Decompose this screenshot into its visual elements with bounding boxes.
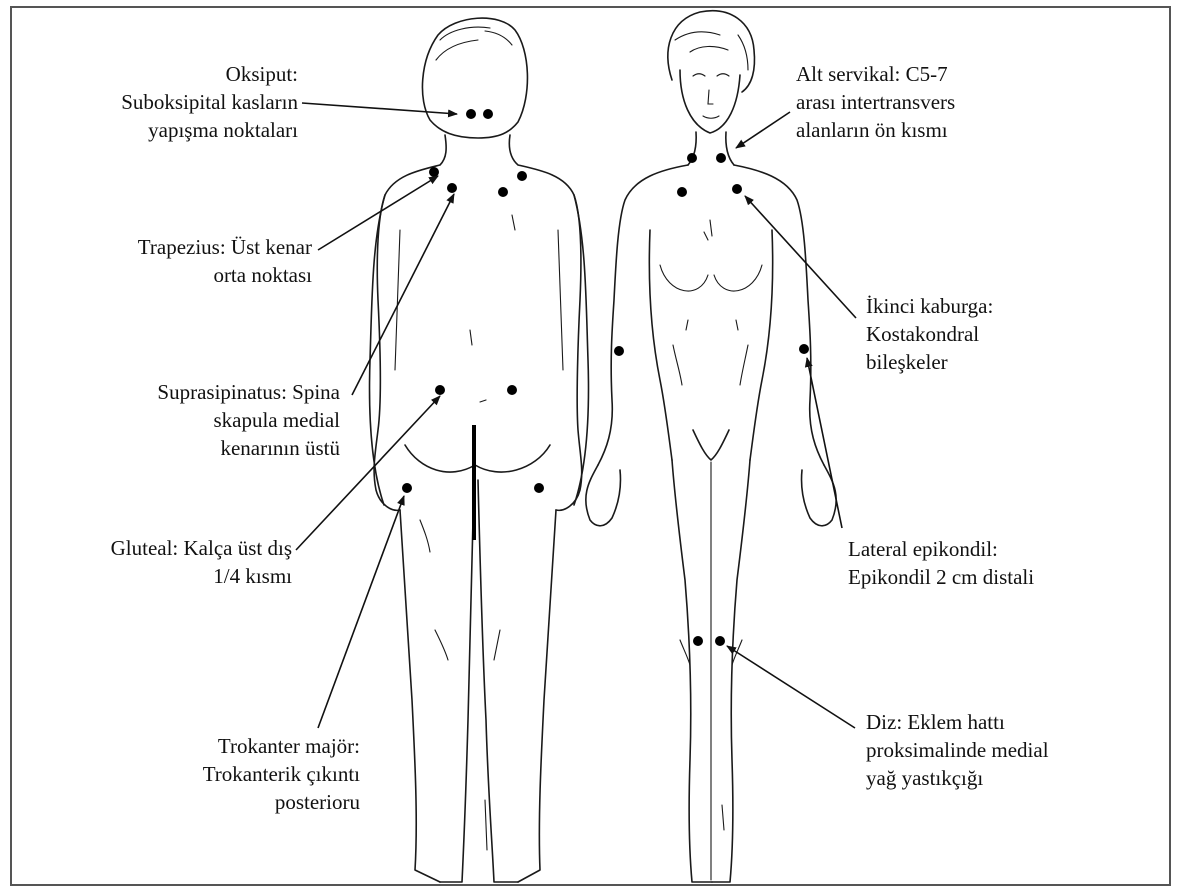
label-alt-servikal: Alt servikal: C5-7 arası intertransvers … bbox=[796, 60, 1116, 144]
label-suprasipinatus: Suprasipinatus: Spina skapula medial ken… bbox=[40, 378, 340, 462]
label-gluteal: Gluteal: Kalça üst dış 1/4 kısmı bbox=[30, 534, 292, 590]
back-view-figure bbox=[370, 18, 589, 882]
tender-point-knee-left bbox=[693, 636, 703, 646]
arrow-knee bbox=[727, 646, 855, 728]
tender-point-epicondyle-right bbox=[799, 344, 809, 354]
tender-point-rib-left bbox=[677, 187, 687, 197]
tender-point-epicondyle-left bbox=[614, 346, 624, 356]
label-trapezius: Trapezius: Üst kenar orta noktası bbox=[40, 233, 312, 289]
label-ikinci-kaburga: İkinci kaburga: Kostakondral bileşkeler bbox=[866, 292, 1126, 376]
label-trokanter: Trokanter majör: Trokanterik çıkıntı pos… bbox=[40, 732, 360, 816]
label-lateral-epikondil: Lateral epikondil: Epikondil 2 cm distal… bbox=[848, 535, 1148, 591]
tender-points bbox=[402, 109, 809, 646]
tender-point-rib-right bbox=[732, 184, 742, 194]
tender-point-supraspinatus-left bbox=[447, 183, 457, 193]
tender-point-knee-right bbox=[715, 636, 725, 646]
label-diz: Diz: Eklem hattı proksimalinde medial ya… bbox=[866, 708, 1156, 792]
tender-point-occiput-right bbox=[483, 109, 493, 119]
tender-point-cervical-right bbox=[716, 153, 726, 163]
tender-point-gluteal-right bbox=[507, 385, 517, 395]
tender-point-gluteal-left bbox=[435, 385, 445, 395]
tender-point-trapezius-right bbox=[517, 171, 527, 181]
arrow-occiput bbox=[302, 103, 457, 114]
arrow-epicondyle bbox=[807, 358, 842, 528]
tender-point-supraspinatus-right bbox=[498, 187, 508, 197]
tender-point-occiput-left bbox=[466, 109, 476, 119]
tender-point-trochanter-left bbox=[402, 483, 412, 493]
arrow-suprasipinatus bbox=[352, 194, 454, 395]
label-oksiput: Oksiput: Suboksipital kasların yapışma n… bbox=[40, 60, 298, 144]
tender-point-trochanter-right bbox=[534, 483, 544, 493]
tender-point-cervical-left bbox=[687, 153, 697, 163]
arrow-cervical bbox=[736, 112, 790, 148]
arrow-trochanter bbox=[318, 496, 404, 728]
